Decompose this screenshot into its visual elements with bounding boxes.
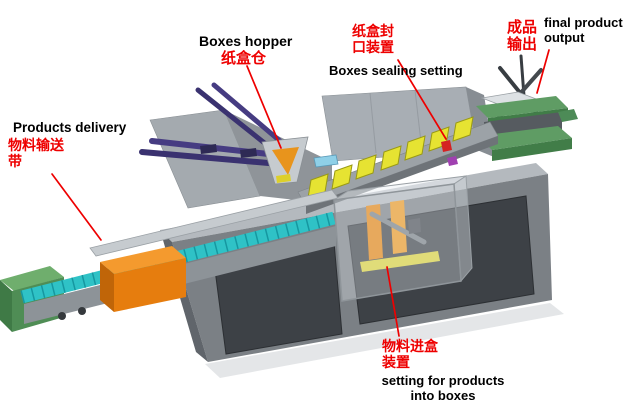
infeed-block-green bbox=[0, 266, 64, 291]
label-final-output-en: final product output bbox=[544, 15, 623, 45]
label-products-into-boxes-en: setting for products into boxes bbox=[381, 373, 505, 403]
hopper-funnel bbox=[261, 136, 309, 185]
label-boxes-sealing-zh: 纸盒封口装置 bbox=[352, 23, 394, 56]
guide-part-blue bbox=[313, 154, 339, 168]
leader-boxes-hopper bbox=[246, 65, 282, 149]
belt-segments bbox=[20, 211, 336, 304]
label-products-delivery-en: Products delivery bbox=[13, 120, 127, 135]
output-station bbox=[476, 54, 578, 161]
carton-conveyor bbox=[297, 116, 499, 214]
guard-box bbox=[333, 175, 473, 302]
leader-final-output bbox=[536, 49, 550, 94]
label-boxes-hopper-en: Boxes hopper bbox=[199, 33, 293, 49]
label-boxes-sealing-en: Boxes sealing setting bbox=[329, 63, 463, 78]
leader-products-into-boxes bbox=[386, 266, 400, 337]
label-products-into-boxes-zh: 物料进盒装置 bbox=[382, 338, 438, 371]
label-final-output-zh: 成品输出 bbox=[507, 19, 538, 54]
leader-boxes-sealing bbox=[397, 59, 447, 140]
products-conveyor bbox=[0, 211, 336, 332]
product-box-orange bbox=[100, 246, 186, 312]
floor-shadow bbox=[205, 303, 564, 378]
leader-products-delivery bbox=[51, 173, 102, 241]
sealing-station-parts bbox=[441, 140, 458, 166]
filling-mechanism bbox=[360, 200, 440, 272]
label-products-delivery-zh: 物料输送带 bbox=[8, 137, 64, 170]
label-boxes-hopper-zh: 纸盒仓 bbox=[221, 50, 267, 67]
cartons bbox=[307, 116, 474, 199]
leader-lines bbox=[51, 49, 550, 337]
